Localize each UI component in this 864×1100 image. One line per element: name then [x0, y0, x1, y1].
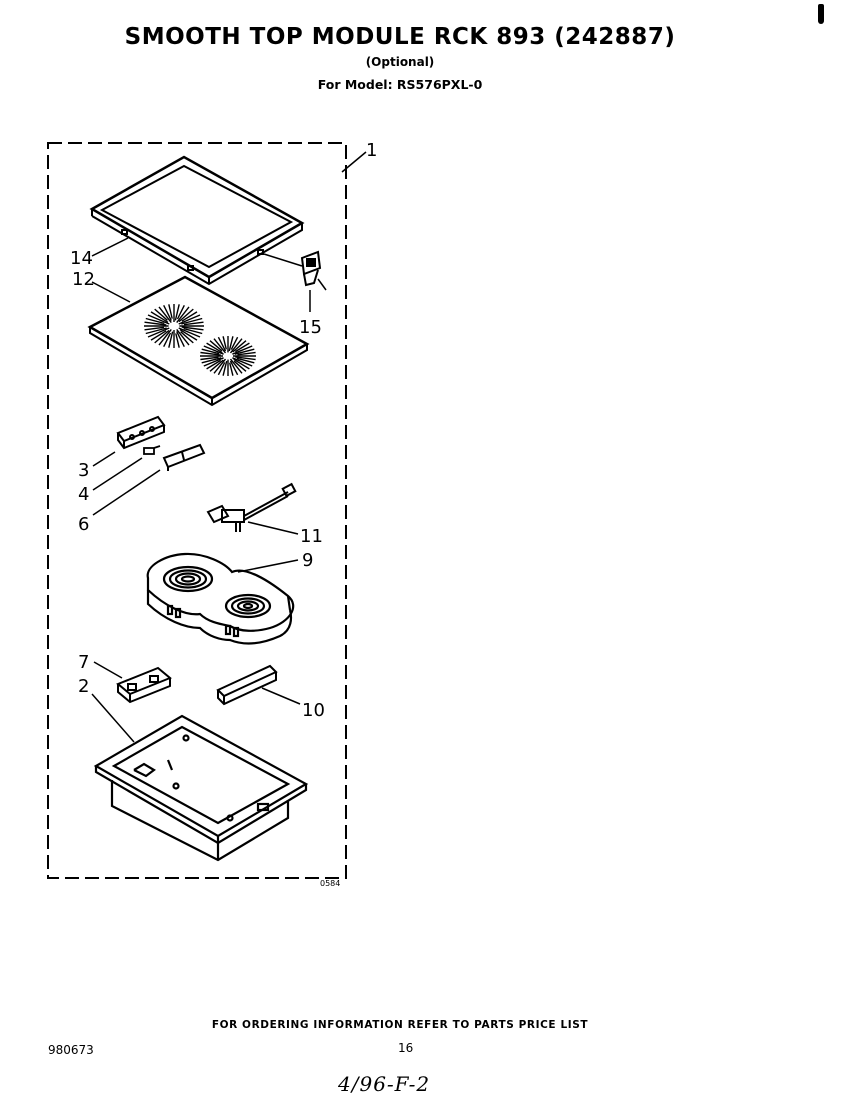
trim-frame: [89, 155, 305, 286]
callout-3: 3: [78, 460, 89, 481]
switch-bracket: [116, 415, 166, 450]
leader-6: [92, 469, 161, 516]
ordering-note: FOR ORDERING INFORMATION REFER TO PARTS …: [211, 1019, 589, 1031]
page-subtitle: (Optional): [365, 55, 435, 69]
leader-15-top: [263, 253, 303, 267]
callout-7: 7: [78, 652, 89, 673]
corner-mark: [818, 4, 824, 24]
page-title: SMOOTH TOP MODULE RCK 893 (242887): [124, 24, 676, 50]
base-pan: [93, 714, 309, 862]
callout-4: 4: [78, 484, 89, 505]
leader-11: [247, 521, 299, 535]
callout-15: 15: [299, 317, 322, 338]
leader-4: [92, 457, 143, 491]
infinite-switch: [206, 482, 297, 532]
leader-9: [237, 559, 299, 573]
leader-14: [91, 237, 129, 257]
callout-2: 2: [78, 676, 89, 697]
leader-15-right: [317, 278, 327, 291]
callout-12: 12: [72, 269, 95, 290]
callout-11: 11: [300, 526, 323, 547]
glass-cooktop: [87, 275, 310, 407]
leader-12: [91, 281, 131, 303]
callout-10: 10: [302, 700, 325, 721]
burner-pattern-right: [200, 336, 256, 376]
model-label: For Model: RS576PXL-0: [317, 77, 483, 92]
callout-1: 1: [366, 140, 377, 161]
small-clip: [143, 445, 161, 455]
leader-1: [341, 151, 367, 173]
burner-housing: [146, 552, 295, 645]
leader-10: [261, 687, 301, 705]
callout-9: 9: [302, 550, 313, 571]
clip-part: [300, 250, 322, 287]
page-number: 16: [398, 1041, 414, 1055]
leader-3: [92, 451, 116, 467]
burner-pattern-left: [144, 304, 204, 348]
mounting-bracket: [116, 666, 172, 704]
figure-code: 0584: [320, 879, 340, 888]
document-number: 980673: [48, 1043, 94, 1057]
callout-14: 14: [70, 248, 93, 269]
handwritten-note: 4/96-F-2: [338, 1072, 431, 1096]
assembly-boundary: [47, 142, 347, 879]
leader-7: [93, 661, 123, 679]
indicator-lens: [162, 443, 206, 471]
callout-6: 6: [78, 514, 89, 535]
leader-2: [91, 693, 135, 743]
bracket-bar: [216, 664, 278, 706]
